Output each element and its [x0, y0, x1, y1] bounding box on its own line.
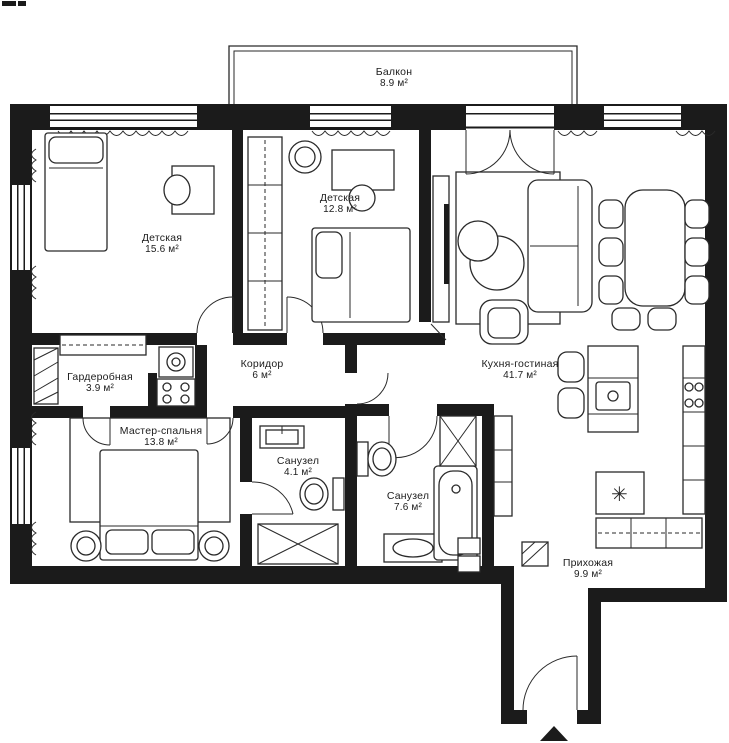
- hall-storage: [493, 415, 513, 517]
- shower-shaft-big: [439, 415, 477, 467]
- fridge: ✳: [595, 471, 645, 515]
- watermark: [2, 1, 26, 6]
- shower-shaft-small: [257, 523, 339, 565]
- door-bathroom-small: [251, 481, 294, 515]
- walls: [10, 104, 727, 724]
- nightstands: [70, 530, 230, 562]
- snowflake-icon: ✳: [611, 484, 628, 506]
- curtains: [31, 130, 716, 556]
- kitchen-wall-units: [682, 345, 706, 515]
- doors: [82, 129, 578, 741]
- washing-machine: [158, 346, 194, 378]
- balcony-outline: [228, 45, 578, 104]
- bath-cabinets: [457, 537, 481, 573]
- sink-big: [383, 533, 443, 563]
- dining-table: [624, 189, 686, 307]
- balcony-double-door: [465, 129, 555, 175]
- hallway-wardrobe: [595, 517, 703, 549]
- dining-chairs: [598, 199, 710, 331]
- door-corridor-master: [206, 417, 234, 445]
- sink-small: [259, 425, 305, 449]
- sink-icon: [607, 390, 619, 402]
- door-child2-living: [430, 323, 447, 341]
- desk-child2: [331, 149, 395, 212]
- bed-master: [99, 449, 199, 561]
- furniture: ✳: [33, 132, 710, 573]
- tv-console: [432, 175, 450, 323]
- entrance-door: [522, 655, 578, 711]
- armchair: [479, 299, 529, 345]
- window-top-living: [604, 113, 681, 130]
- kitchen-chairs: [557, 351, 585, 419]
- door-corridor-kitchen: [356, 372, 389, 405]
- coffee-tables: [457, 220, 525, 291]
- bed-child1: [44, 132, 108, 252]
- dryer-unit: [156, 378, 196, 407]
- window-left-master: [10, 448, 32, 524]
- window-top-child2: [310, 113, 391, 130]
- wardrobe-shelves: [33, 334, 147, 405]
- shoe-cabinet: [521, 541, 549, 567]
- bed-child2: [311, 227, 411, 323]
- door-child1: [196, 296, 234, 334]
- sofa: [527, 179, 593, 313]
- wardrobe-child2: [247, 136, 283, 331]
- door-bathroom-big: [388, 415, 438, 459]
- hanging-chair-child2: [288, 140, 322, 174]
- entrance-arrow-icon: [540, 726, 568, 741]
- window-left-child1: [10, 185, 32, 270]
- toilet-small: [299, 477, 345, 511]
- stove-icon: [684, 382, 704, 408]
- window-top-child1: [50, 113, 197, 130]
- toilet-big: [356, 441, 397, 477]
- balcony-door-threshold: [466, 113, 554, 129]
- desk-child1: [163, 165, 215, 215]
- door-wardrobe-master: [82, 417, 111, 446]
- kitchen-island: [587, 345, 639, 433]
